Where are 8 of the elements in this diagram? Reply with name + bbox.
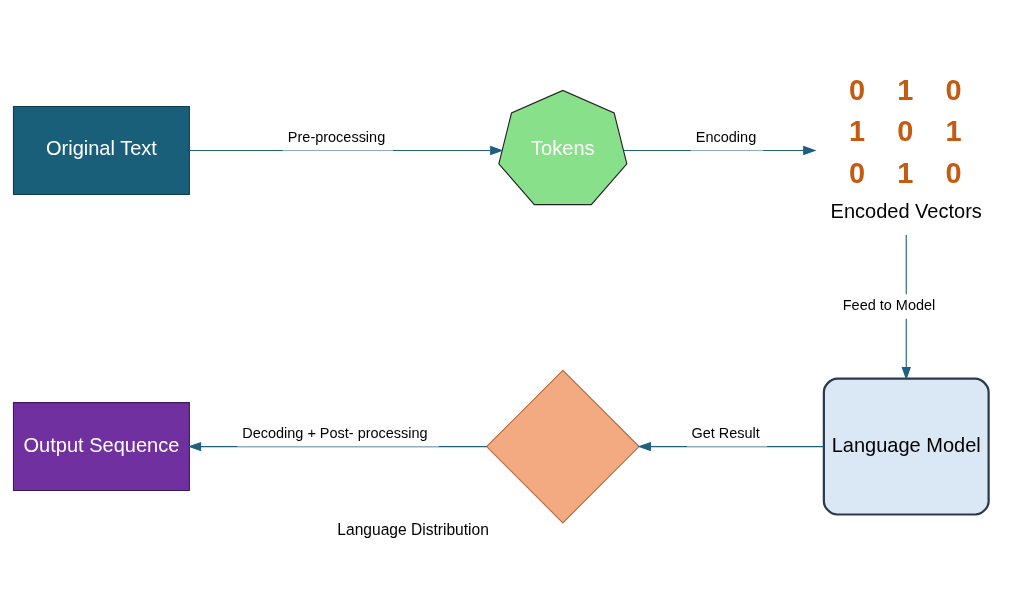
edge-label: Pre-processing (287, 128, 386, 145)
edge-label: Encoding (695, 128, 757, 145)
node-text: 0 1 0 1 0 1 0 1 0 (848, 73, 962, 189)
edge-label: Decoding + Post- processing (242, 424, 428, 441)
edge-label: Get Result (691, 424, 760, 441)
edge-label: Feed to Model (842, 296, 936, 313)
node-label: Language Distribution (337, 520, 489, 538)
node-label: Encoded Vectors (830, 199, 982, 222)
